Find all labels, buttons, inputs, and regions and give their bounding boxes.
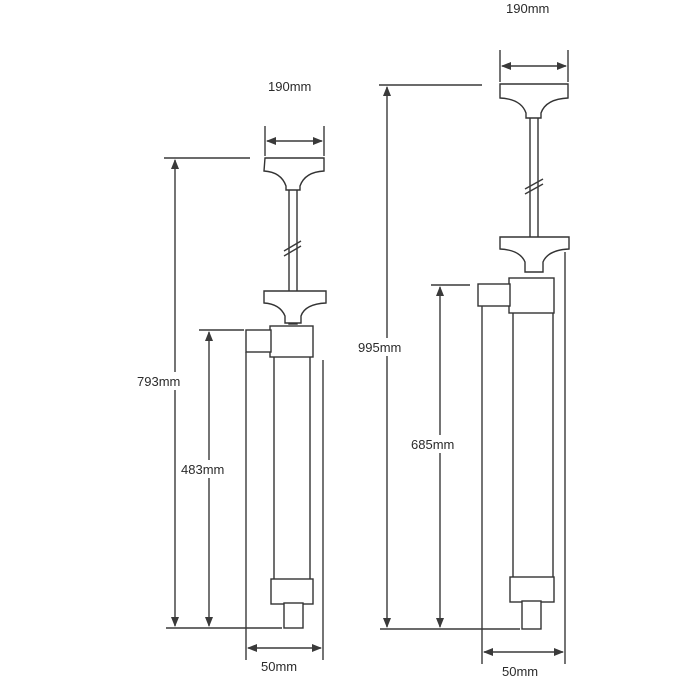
large-body-diameter-label: 50mm (502, 664, 538, 679)
small-bottom-collar (270, 578, 314, 605)
large-top-collar (508, 277, 555, 314)
large-side-outlet (477, 283, 511, 307)
pump-small: 190mm 793mm 483mm 50mm (136, 79, 327, 674)
small-shaft-break (283, 240, 302, 257)
small-lower-handle (263, 290, 327, 324)
small-total-height-label: 793mm (137, 374, 180, 389)
small-top-collar (269, 325, 314, 358)
large-pump-body (512, 311, 554, 579)
small-bottom-nozzle (283, 602, 304, 629)
large-body-height-label: 685mm (411, 437, 454, 452)
large-handle-width-label: 190mm (506, 1, 549, 16)
small-body-diameter-label: 50mm (261, 659, 297, 674)
large-shaft-break (524, 178, 544, 195)
large-lower-handle (499, 236, 570, 273)
large-total-height-label: 995mm (358, 340, 401, 355)
large-bottom-nozzle (521, 600, 542, 630)
small-side-outlet (245, 329, 272, 353)
small-top-handle (263, 157, 325, 191)
small-body-height-label: 483mm (181, 462, 224, 477)
large-bottom-collar (509, 576, 555, 603)
large-top-handle (499, 83, 569, 119)
pump-large: 190mm 995mm 685mm 50mm (357, 1, 570, 679)
small-handle-width-label: 190mm (268, 79, 311, 94)
small-pump-body (273, 355, 311, 581)
